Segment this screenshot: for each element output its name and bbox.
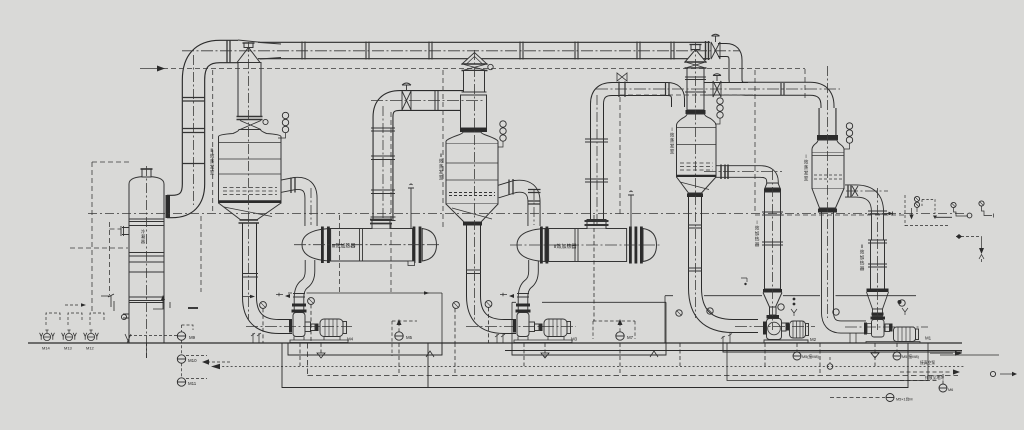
svg-text:发: 发 <box>804 170 809 177</box>
svg-text:M7: M7 <box>627 335 634 340</box>
svg-text:蒸: 蒸 <box>210 158 215 165</box>
svg-text:M9: M9 <box>189 335 196 340</box>
svg-text:效: 效 <box>670 132 675 139</box>
svg-text:器: 器 <box>755 242 760 248</box>
svg-text:Ⅰ: Ⅰ <box>671 127 672 132</box>
svg-text:排放至地沟: 排放至地沟 <box>925 375 944 380</box>
svg-text:Ⅲ: Ⅲ <box>210 148 213 153</box>
svg-text:蒸: 蒸 <box>670 137 675 144</box>
svg-text:M5(接M8): M5(接M8) <box>902 354 920 359</box>
svg-text:室: 室 <box>670 148 675 154</box>
svg-text:热: 热 <box>860 260 865 267</box>
svg-text:M4: M4 <box>347 337 354 342</box>
svg-text:加: 加 <box>755 230 760 237</box>
svg-text:Ⅱ效加热器: Ⅱ效加热器 <box>554 243 576 250</box>
svg-text:接真空泵: 接真空泵 <box>920 360 935 365</box>
svg-text:加: 加 <box>860 254 865 261</box>
svg-text:Ⅰ: Ⅰ <box>756 220 757 225</box>
svg-text:Ⅲ效加热器: Ⅲ效加热器 <box>332 243 355 250</box>
svg-text:效: 效 <box>439 158 444 165</box>
svg-text:Ⅱ: Ⅱ <box>861 244 863 249</box>
svg-text:效: 效 <box>210 153 215 160</box>
svg-text:M5(接M8): M5(接M8) <box>802 354 820 359</box>
svg-text:器: 器 <box>141 239 146 245</box>
svg-text:M3: M3 <box>571 337 578 342</box>
svg-text:Ⅱ: Ⅱ <box>440 153 442 158</box>
svg-text:凝: 凝 <box>141 233 146 240</box>
svg-text:M5: M5 <box>406 335 413 340</box>
svg-text:器: 器 <box>860 266 865 272</box>
svg-text:室: 室 <box>439 174 444 180</box>
svg-text:发: 发 <box>670 143 675 150</box>
svg-text:效: 效 <box>755 225 760 232</box>
svg-text:M13: M13 <box>64 346 73 351</box>
svg-text:效: 效 <box>804 159 809 166</box>
svg-text:M14: M14 <box>42 346 51 351</box>
svg-text:热: 热 <box>755 236 760 243</box>
svg-text:室: 室 <box>804 175 809 181</box>
svg-text:M10: M10 <box>188 358 197 363</box>
svg-text:蒸: 蒸 <box>804 164 809 171</box>
svg-text:发: 发 <box>210 164 215 171</box>
svg-text:M2: M2 <box>810 337 817 342</box>
svg-text:发: 发 <box>439 169 444 176</box>
svg-text:室: 室 <box>210 169 215 175</box>
svg-text:蒸: 蒸 <box>439 163 444 170</box>
svg-text:M6: M6 <box>948 388 953 392</box>
svg-text:效: 效 <box>860 249 865 256</box>
svg-text:M1: M1 <box>925 336 932 341</box>
svg-text:M5×1台M: M5×1台M <box>896 397 913 402</box>
svg-text:M12: M12 <box>86 346 95 351</box>
svg-text:M11: M11 <box>188 381 197 386</box>
svg-text:冷: 冷 <box>141 228 145 235</box>
svg-text:Ⅰ: Ⅰ <box>805 154 806 159</box>
